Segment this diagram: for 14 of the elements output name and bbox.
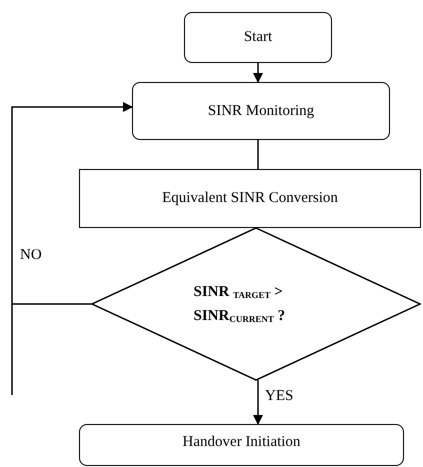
- box-label: Handover Initiation: [182, 433, 300, 452]
- box-label: SINR Monitoring: [208, 102, 314, 120]
- process-box: [184, 12, 332, 63]
- process-box: [79, 169, 421, 228]
- process-box: [132, 82, 390, 140]
- decision-diamond: [90, 227, 422, 381]
- process-box: [79, 424, 404, 466]
- connector-line: [257, 140, 259, 169]
- box-label: Start: [244, 28, 272, 47]
- arrow: [11, 102, 133, 305]
- decision-text: SINR $_{TARGET}$ > SINR$_{CURRENT}$ ?: [194, 283, 286, 326]
- box-label: Equivalent SINR Conversion: [162, 189, 338, 208]
- arrow: [253, 63, 263, 83]
- arrow: [253, 380, 263, 425]
